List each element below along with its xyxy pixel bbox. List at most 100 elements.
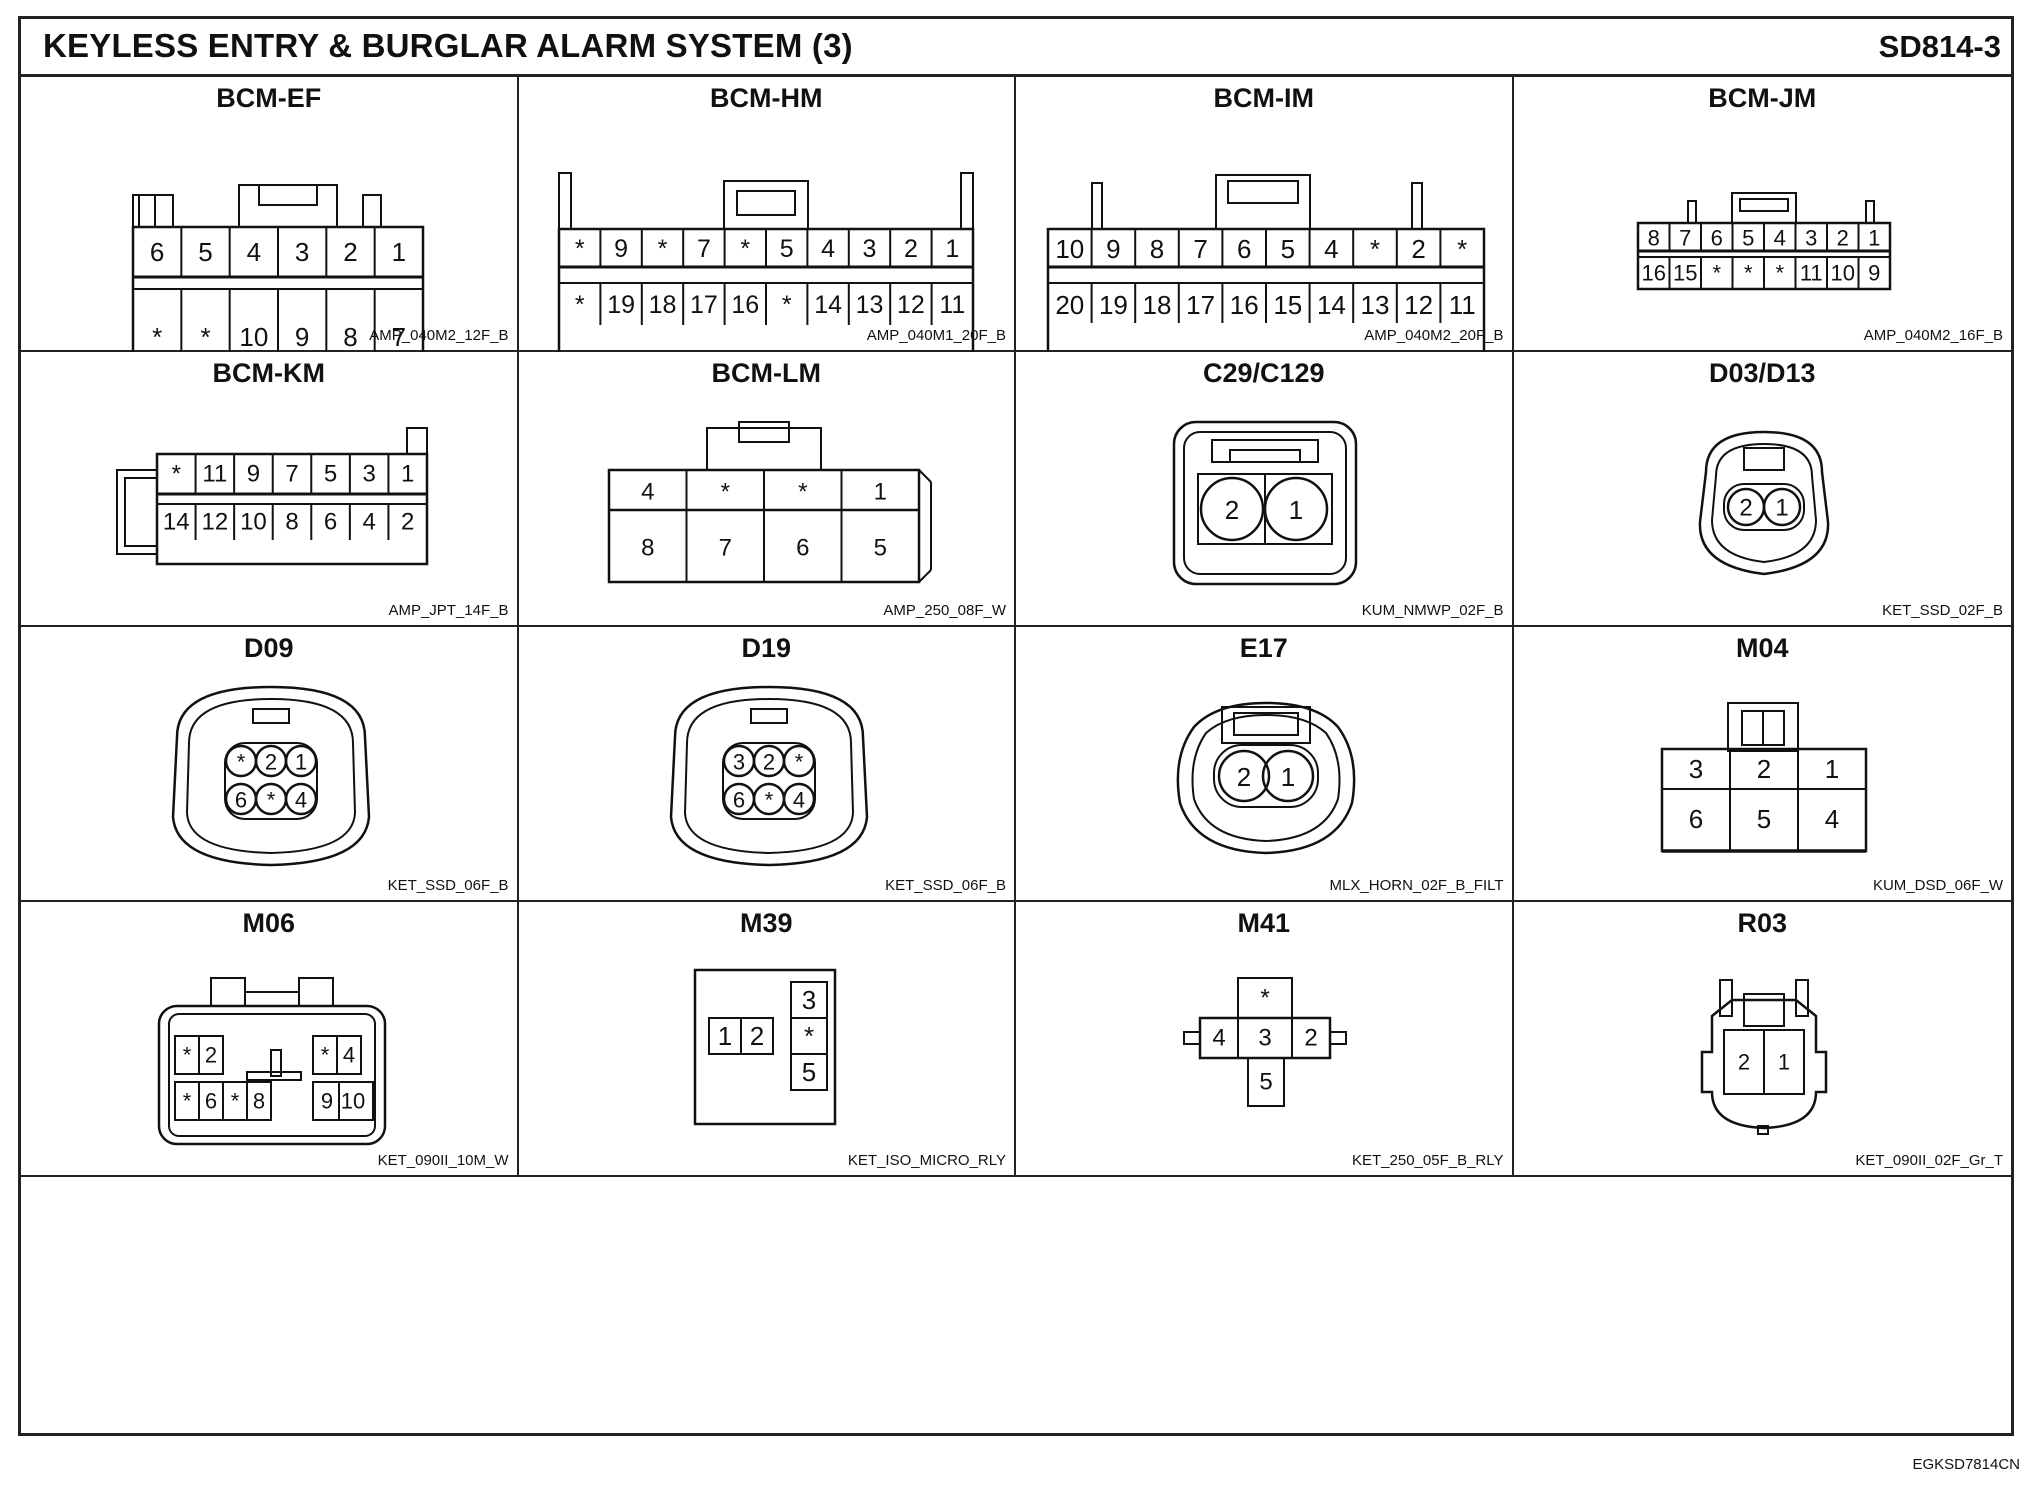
pin-cavity bbox=[782, 744, 815, 778]
pin-cavity bbox=[284, 744, 318, 778]
pin-label: 10 bbox=[239, 322, 268, 352]
pin-label: 8 bbox=[1647, 226, 1659, 251]
pin-label: 3 bbox=[1688, 754, 1702, 784]
pin-label: 20 bbox=[1055, 290, 1084, 320]
pin-label: 11 bbox=[202, 461, 227, 488]
pin-label: 8 bbox=[1150, 234, 1164, 264]
pin-label: 1 bbox=[873, 479, 886, 506]
pin-label: 1 bbox=[1824, 754, 1838, 784]
pin-label: 1 bbox=[945, 235, 959, 263]
pin-label: 11 bbox=[1449, 290, 1476, 320]
pin-label: 9 bbox=[295, 322, 309, 352]
pin-label: 9 bbox=[321, 1089, 333, 1114]
connector-name: M39 bbox=[739, 908, 793, 938]
connector-name: BCM-IM bbox=[1213, 83, 1314, 113]
connector-part-code: KET_SSD_02F_B bbox=[1882, 602, 2003, 619]
pin-label: 1 bbox=[1289, 495, 1303, 525]
pin-label: * bbox=[1370, 234, 1380, 264]
pin-cavity bbox=[1199, 476, 1265, 542]
connector-name: M04 bbox=[1735, 633, 1789, 663]
header-bar: KEYLESS ENTRY & BURGLAR ALARM SYSTEM (3)… bbox=[21, 19, 2011, 77]
pin-label: 2 bbox=[1737, 1050, 1749, 1075]
pin-label: 3 bbox=[1258, 1025, 1271, 1052]
pin-label: 16 bbox=[1230, 290, 1259, 320]
pin-label: 2 bbox=[1237, 762, 1251, 792]
pin-label: 4 bbox=[247, 237, 261, 267]
connector-part-code: KET_250_05F_B_RLY bbox=[1352, 1152, 1504, 1169]
pin-label: * bbox=[183, 1089, 192, 1114]
pin-label: 17 bbox=[1186, 290, 1215, 320]
pin-label: 6 bbox=[235, 788, 247, 813]
connector-part-code: AMP_040M1_20F_B bbox=[866, 327, 1006, 344]
pin-label: 1 bbox=[392, 237, 406, 267]
pin-label: 3 bbox=[295, 237, 309, 267]
pin-label: 14 bbox=[1317, 290, 1346, 320]
pin-label: 5 bbox=[324, 461, 337, 488]
connector-part-code: KUM_NMWP_02F_B bbox=[1361, 602, 1504, 619]
pin-label: * bbox=[183, 1043, 192, 1068]
connector-name: D03/D13 bbox=[1708, 358, 1816, 388]
pin-label: 14 bbox=[163, 509, 190, 536]
pin-label: 6 bbox=[732, 788, 744, 813]
pin-label: 9 bbox=[1868, 261, 1880, 286]
connector-name: BCM-HM bbox=[710, 83, 823, 113]
pin-label: 5 bbox=[1259, 1069, 1272, 1096]
connector-part-code: AMP_040M2_16F_B bbox=[1863, 327, 2003, 344]
pin-label: 11 bbox=[1799, 261, 1822, 286]
pin-label: 6 bbox=[150, 237, 164, 267]
pin-label: * bbox=[798, 479, 807, 506]
pin-label: 15 bbox=[1273, 290, 1302, 320]
pin-cavity bbox=[782, 782, 815, 816]
pin-label: 18 bbox=[648, 291, 676, 319]
pin-label: 3 bbox=[862, 235, 876, 263]
pin-label: 12 bbox=[202, 509, 229, 536]
connector-name: M41 bbox=[1237, 908, 1291, 938]
pin-label: * bbox=[1260, 985, 1269, 1012]
connector-body bbox=[1176, 701, 1356, 855]
pin-label: 4 bbox=[1324, 234, 1338, 264]
pin-label: 6 bbox=[1237, 234, 1251, 264]
pin-label: 5 bbox=[1281, 234, 1295, 264]
pin-label: 1 bbox=[401, 461, 414, 488]
pin-label: 1 bbox=[295, 750, 307, 775]
pin-label: * bbox=[574, 291, 584, 319]
pin-label: 17 bbox=[689, 291, 717, 319]
pin-label: 7 bbox=[1679, 226, 1691, 251]
pin-label: 2 bbox=[749, 1021, 763, 1051]
pin-label: 6 bbox=[205, 1089, 217, 1114]
pin-label: 5 bbox=[1742, 226, 1754, 251]
pin-label: * bbox=[231, 1089, 240, 1114]
connector-part-code: KET_SSD_06F_B bbox=[387, 877, 509, 894]
pin-label: * bbox=[574, 235, 584, 263]
pin-label: 12 bbox=[1404, 290, 1433, 320]
pin-label: 7 bbox=[1193, 234, 1207, 264]
pin-label: 7 bbox=[718, 535, 731, 562]
pin-label: 2 bbox=[1304, 1025, 1317, 1052]
pin-label: 12 bbox=[896, 291, 924, 319]
connector-part-code: KET_090II_02F_Gr_T bbox=[1855, 1152, 2003, 1169]
pin-label: 9 bbox=[1106, 234, 1120, 264]
pin-label: * bbox=[152, 322, 162, 352]
connector-name: M06 bbox=[242, 908, 296, 938]
pin-label: 15 bbox=[1673, 261, 1697, 286]
connector-part-code: AMP_040M2_20F_B bbox=[1364, 327, 1504, 344]
pin-label: 10 bbox=[240, 509, 267, 536]
pin-label: 2 bbox=[762, 750, 774, 775]
